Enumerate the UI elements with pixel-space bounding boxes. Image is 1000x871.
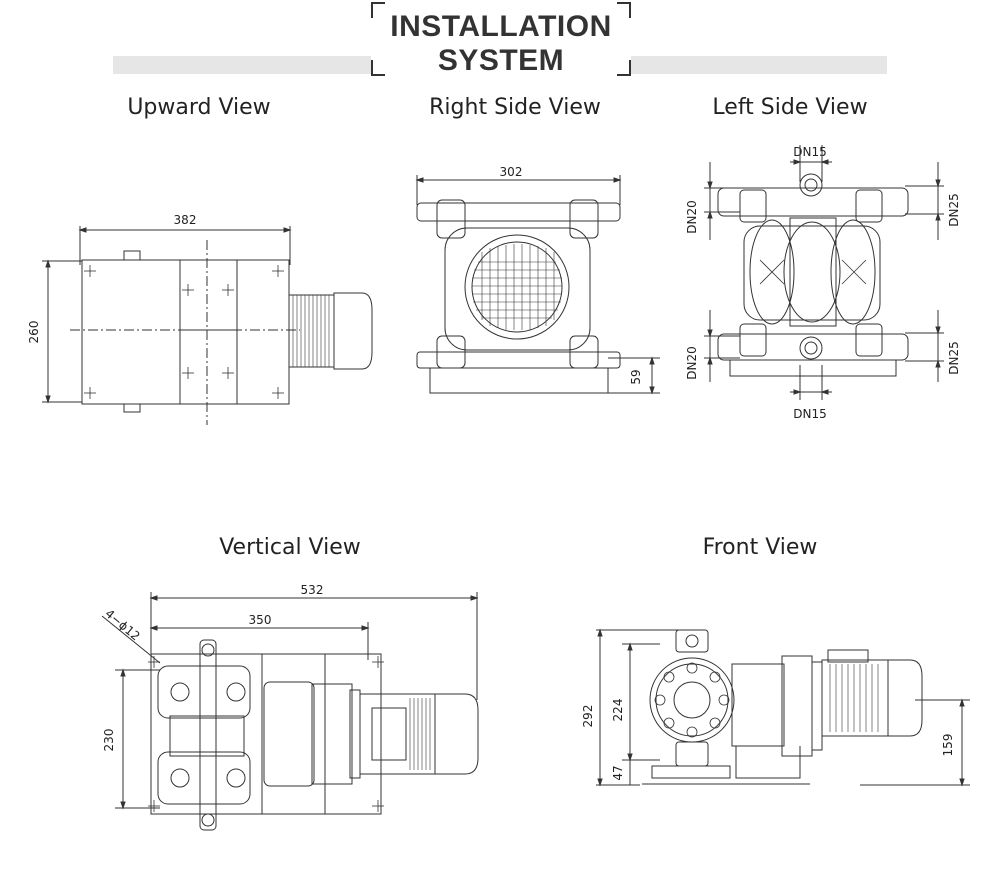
upward-view-drawing: 382 260 bbox=[27, 213, 373, 425]
front-view-drawing: 292 224 47 159 bbox=[581, 628, 970, 787]
front-view-title: Front View bbox=[702, 535, 818, 560]
dim-front-motor: 159 bbox=[941, 734, 955, 757]
dim-vertical-pump: 350 bbox=[249, 613, 272, 627]
right-side-view-title: Right Side View bbox=[429, 95, 601, 120]
dim-left-inlet-top: DN20 bbox=[685, 200, 699, 234]
vertical-view-title: Vertical View bbox=[219, 535, 361, 560]
dim-left-bottom-port: DN15 bbox=[793, 407, 827, 421]
bracket-corner bbox=[371, 60, 385, 76]
dim-right-width: 302 bbox=[500, 165, 523, 179]
dim-front-total: 292 bbox=[581, 705, 595, 728]
left-side-view-drawing: DN15 DN20 DN25 DN20 bbox=[685, 145, 961, 421]
dim-vertical-holes: 4−ϕ12 bbox=[102, 606, 142, 643]
dim-front-base: 47 bbox=[611, 765, 625, 780]
left-side-view-title: Left Side View bbox=[712, 95, 868, 120]
page-title-line1: INSTALLATION bbox=[390, 10, 612, 43]
bracket-corner bbox=[617, 60, 631, 76]
title-box: INSTALLATION SYSTEM bbox=[371, 2, 631, 77]
dim-left-outlet-bottom: DN25 bbox=[947, 341, 961, 375]
dim-vertical-height: 230 bbox=[102, 729, 116, 752]
dim-left-inlet-bottom: DN20 bbox=[685, 346, 699, 380]
vertical-view-drawing: 532 350 4−ϕ12 230 bbox=[101, 583, 479, 831]
dim-vertical-total: 532 bbox=[301, 583, 324, 597]
page-title-line2: SYSTEM bbox=[437, 44, 565, 77]
bracket-corner bbox=[617, 2, 631, 18]
bracket-corner bbox=[371, 2, 385, 18]
dim-front-pump: 224 bbox=[611, 699, 625, 722]
right-side-view-drawing: 302 59 bbox=[415, 165, 660, 395]
upward-view-title: Upward View bbox=[127, 95, 271, 120]
dim-left-top-port: DN15 bbox=[793, 145, 827, 159]
dim-upward-height: 260 bbox=[27, 321, 41, 344]
dim-left-outlet-top: DN25 bbox=[947, 193, 961, 227]
dim-right-base: 59 bbox=[629, 369, 643, 384]
dim-upward-width: 382 bbox=[174, 213, 197, 227]
